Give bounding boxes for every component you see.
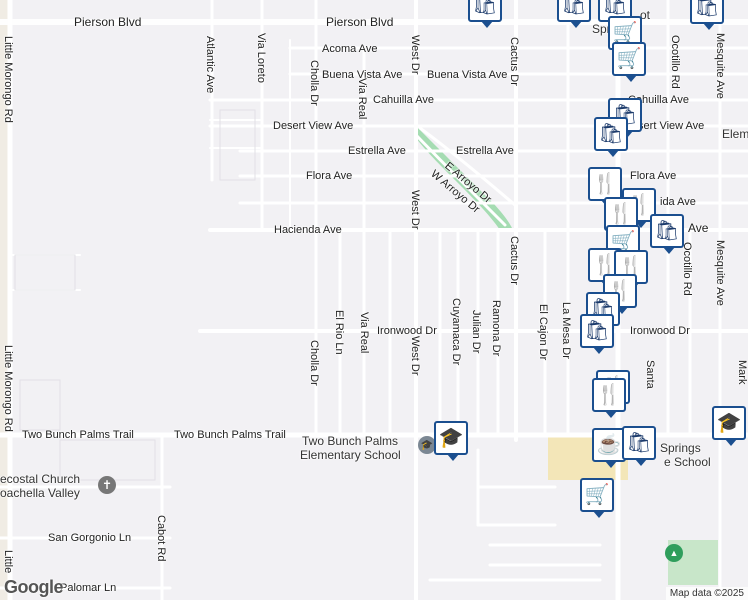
church-icon[interactable]: ✝ — [98, 476, 116, 494]
street-label-atlantic-ave: Atlantic Ave — [204, 36, 216, 94]
street-label-little-morongo-rd: Little Morongo Rd — [2, 36, 14, 123]
street-label-ocotillo-rd: Ocotillo Rd — [669, 35, 681, 89]
shopping-cart-icon[interactable]: 🛒 — [612, 42, 646, 82]
shopping-bag-icon[interactable]: 🛍 — [557, 0, 591, 28]
street-label-ramona-dr: Ramona Dr — [490, 300, 502, 357]
street-label-mesquite-ave: Mesquite Ave — [714, 33, 726, 99]
right-school-label-line1: Springs — [660, 441, 701, 455]
street-label-cuyamaca-dr: Cuyamaca Dr — [450, 298, 462, 366]
street-label-little-morongo-rd: Little Morongo Rd — [2, 345, 14, 432]
street-label-el-rio-ln: El Rio Ln — [333, 310, 345, 355]
right-school-label-line2: e School — [664, 455, 711, 469]
school-icon[interactable]: 🎓 — [418, 436, 436, 454]
street-label-buena-vista-ave: Buena Vista Ave — [427, 69, 508, 81]
shopping-bag-icon[interactable]: 🛍 — [594, 117, 628, 157]
street-label-la-mesa-dr: La Mesa Dr — [560, 302, 572, 359]
street-label-west-dr: West Dr — [409, 336, 421, 376]
shopping-bag-icon[interactable]: 🛍 — [580, 314, 614, 354]
street-label-cholla-dr: Cholla Dr — [308, 60, 320, 106]
shopping-bag-icon[interactable]: 🛍 — [622, 426, 656, 466]
street-label-mesquite-ave: Mesquite Ave — [714, 240, 726, 306]
school-icon[interactable]: 🎓 — [434, 421, 468, 461]
school-icon[interactable]: 🎓 — [712, 406, 746, 446]
street-label-two-bunch-palms-trail: Two Bunch Palms Trail — [22, 429, 134, 441]
street-label-cholla-dr: Cholla Dr — [308, 340, 320, 386]
street-label-desert-view-ave: Desert View Ave — [273, 120, 354, 132]
church-label-line2: oachella Valley — [0, 486, 80, 500]
street-label-desert-view-ave: Desert View Ave — [624, 120, 705, 132]
elementary-label-cut: Elem — [722, 127, 748, 141]
map-attribution[interactable]: Map data ©2025 — [665, 587, 748, 600]
street-label-santa: Santa — [644, 360, 656, 389]
town-label-part1: ot — [640, 8, 651, 22]
street-label-julian-dr: Julian Dr — [470, 310, 482, 354]
street-label-mark: Mark — [736, 360, 748, 385]
street-label-flora-ave: Flora Ave — [306, 170, 353, 182]
street-label-cactus-dr: Cactus Dr — [508, 236, 520, 285]
shopping-cart-icon[interactable]: 🛒 — [580, 478, 614, 518]
street-label-two-bunch-palms-trail: Two Bunch Palms Trail — [174, 429, 286, 441]
street-label-pierson-blvd: Pierson Blvd — [326, 15, 394, 29]
street-label-acoma-ave: Acoma Ave — [322, 43, 378, 55]
shopping-bag-icon[interactable]: 🛍 — [468, 0, 502, 28]
street-label-west-dr: West Dr — [409, 35, 421, 75]
school-label-line1: Two Bunch Palms — [302, 434, 399, 448]
street-label-estrella-ave: Estrella Ave — [348, 145, 406, 157]
school-label-line2: Elementary School — [300, 448, 401, 462]
street-label-hacienda-ave-right: Ave — [688, 221, 709, 235]
street-label-via-real: Via Real — [358, 312, 370, 354]
street-label-via-loreto: Via Loreto — [255, 33, 267, 83]
street-label-cactus-dr: Cactus Dr — [508, 37, 520, 86]
google-logo: Google — [4, 577, 64, 597]
street-label-hacienda-ave: Hacienda Ave — [274, 224, 342, 236]
street-label-el-cajon-dr: El Cajon Dr — [537, 304, 549, 361]
street-label-san-gorgonio-ln: San Gorgonio Ln — [48, 532, 132, 544]
street-label-estrella-ave: Estrella Ave — [456, 145, 514, 157]
street-label-ocotillo-rd: Ocotillo Rd — [681, 242, 693, 296]
restaurant-icon[interactable]: 🍴 — [588, 167, 622, 207]
street-label-flora-ave: Flora Ave — [630, 170, 677, 182]
shopping-bag-icon[interactable]: 🛍 — [690, 0, 724, 30]
street-label-ironwood-dr: Ironwood Dr — [377, 325, 437, 337]
street-label-west-dr: West Dr — [409, 190, 421, 230]
street-label-cahuilla-ave: Cahuilla Ave — [628, 94, 689, 106]
street-label-palomar-ln: Palomar Ln — [60, 582, 117, 594]
street-label-buena-vista-ave: Buena Vista Ave — [322, 69, 403, 81]
park-icon[interactable]: ▲ — [665, 544, 683, 562]
restaurant-icon[interactable]: 🍴 — [592, 378, 626, 418]
church-label-line1: ecostal Church — [0, 472, 81, 486]
coffee-cup-icon[interactable]: ☕ — [592, 428, 626, 468]
shopping-bag-icon[interactable]: 🛍 — [650, 214, 684, 254]
street-label-flora-ave-right: ida Ave — [660, 196, 696, 208]
street-label-pierson-blvd: Pierson Blvd — [74, 15, 142, 29]
street-label-ironwood-dr: Ironwood Dr — [630, 325, 690, 337]
street-label-via-real: Via Real — [356, 78, 368, 120]
street-label-cahuilla-ave: Cahuilla Ave — [373, 94, 434, 106]
street-label-cabot-rd: Cabot Rd — [155, 515, 167, 562]
street-label-little-morongo-rd: Little — [2, 550, 14, 574]
